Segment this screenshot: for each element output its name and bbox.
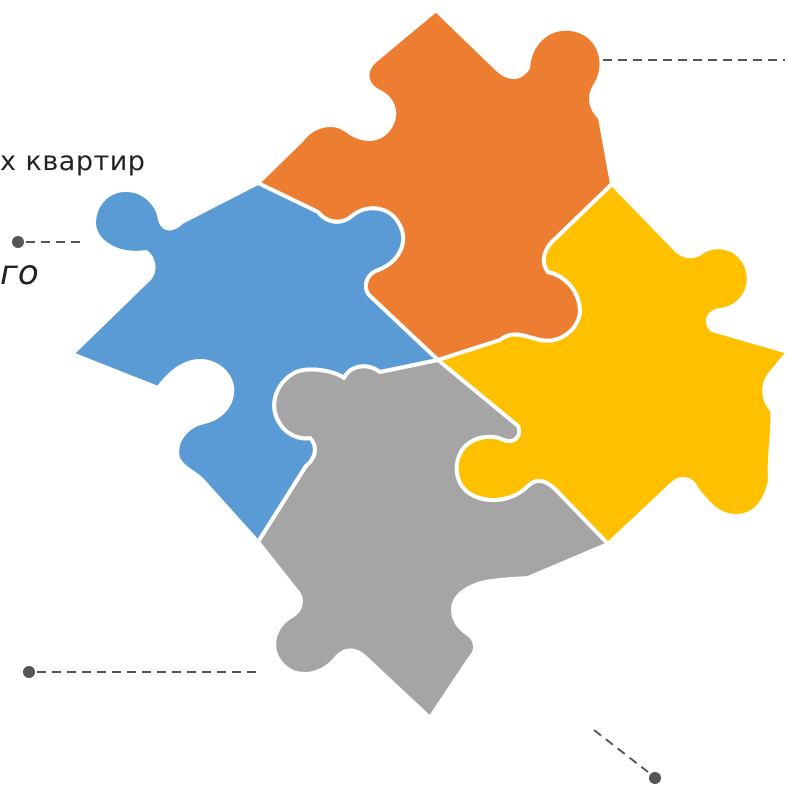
connector-line-bottom-right	[593, 729, 649, 773]
text-label-apartments: х квартир	[0, 146, 146, 177]
connector-dot-bottom-left	[23, 666, 35, 678]
connector-dot-bottom-right	[649, 772, 661, 784]
text-label-secondary: го	[0, 253, 39, 293]
puzzle-piece-gray	[256, 358, 610, 720]
puzzle-piece-blue	[70, 181, 440, 544]
connector-dot-left	[12, 236, 24, 248]
